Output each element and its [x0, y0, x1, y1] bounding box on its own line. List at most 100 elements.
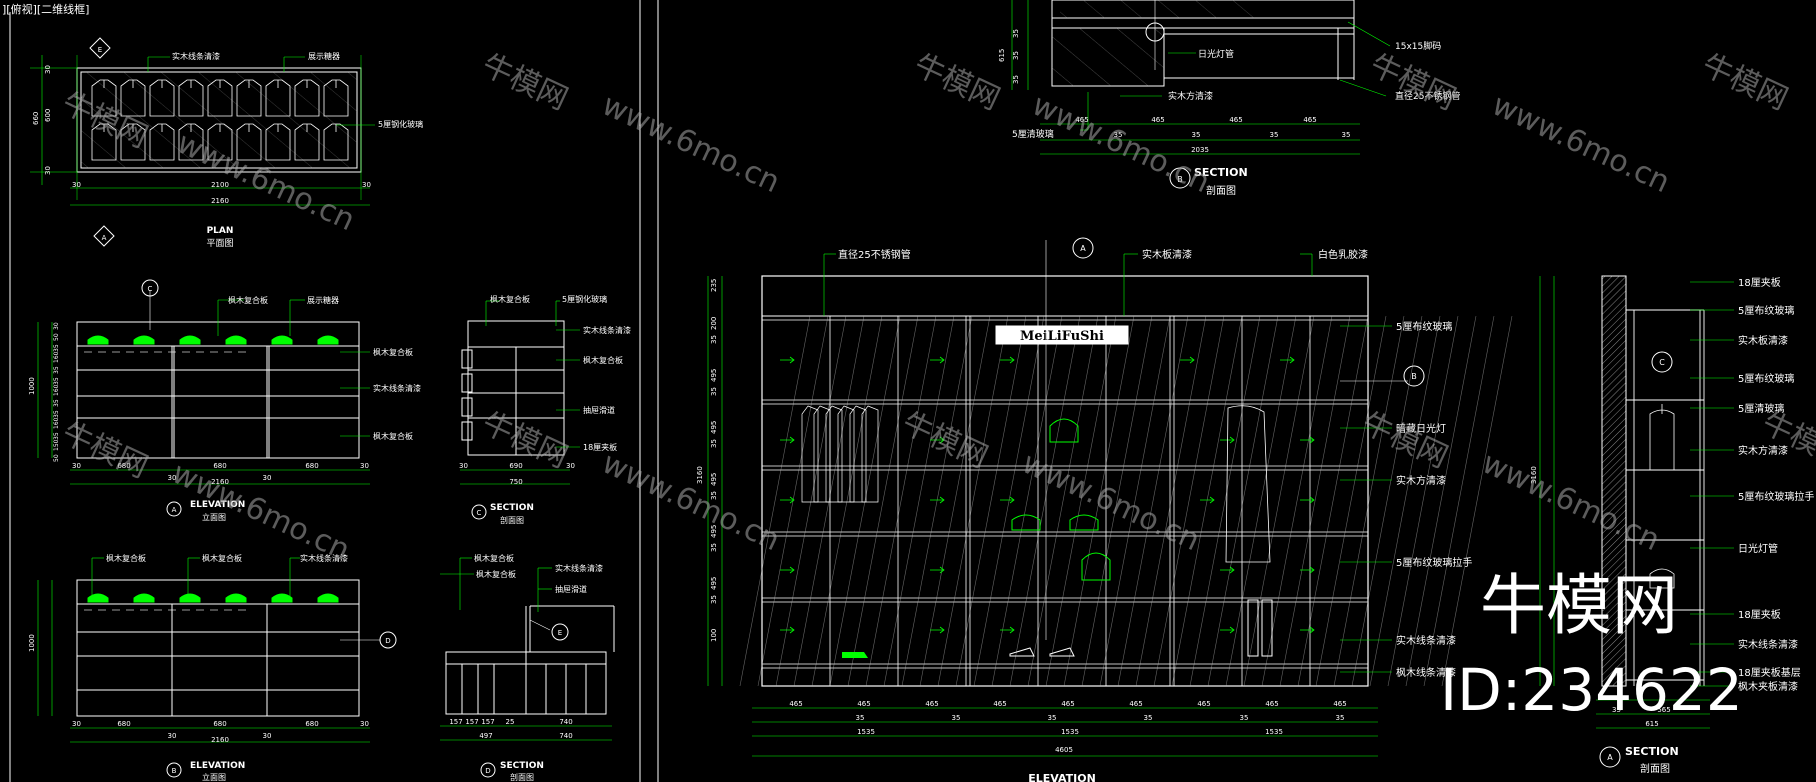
glass-handle-arrow	[1300, 496, 1315, 504]
section-b-view[interactable]: 日光灯管 15x15脚码 实木方清漆 直径25不锈钢管 5厘清玻璃 35 35 …	[998, 0, 1460, 197]
vdim-1: 50	[53, 333, 60, 341]
watermark-url-6: www.6mo.cn	[597, 446, 785, 559]
main-dim-v-4: 35	[710, 387, 718, 396]
hanging-coat-icon	[861, 405, 879, 503]
section-a-view[interactable]: C 18厘夹板5厘布纹玻璃实木板清漆5厘布纹玻璃5厘清玻璃实木方清漆5厘布纹玻璃…	[1530, 275, 1814, 775]
watermark-brand-8: 牛模网	[1357, 406, 1453, 476]
elev-b-subtitle: 立面图	[202, 772, 226, 782]
sec-c-note-3: 枫木复合板	[583, 355, 623, 365]
plan-shirt-icon	[236, 123, 262, 161]
glass-hatch	[811, 315, 883, 687]
plan-shirt-icon	[265, 123, 291, 161]
folded-item-icon	[133, 335, 155, 345]
plan-shirt-icon	[207, 79, 233, 117]
main-dim-h1-8: 465	[1333, 700, 1346, 708]
plan-dim-h-1: 2100	[211, 181, 229, 189]
main-dim-v-12: 35	[710, 595, 718, 604]
elev-b-dim-total: 2160	[211, 736, 229, 744]
glass-handle-arrow	[930, 496, 945, 504]
vdim-4: 35	[53, 366, 60, 374]
vdim-5: 35	[53, 377, 60, 385]
main-dim-h3-1: 1535	[1061, 728, 1079, 736]
sec-c-title: SECTION	[490, 503, 534, 513]
main-note-top-0: 直径25不锈钢管	[838, 248, 911, 261]
watermark-url-1: www.6mo.cn	[597, 88, 785, 201]
sec-b-dim-h-0: 465	[1075, 116, 1088, 124]
section-c-view[interactable]: 枫木复合板 5厘钢化玻璃 实木线条清漆 枫木复合板 抽屉滑道 18厘夹板 30 …	[459, 294, 631, 525]
elev-a-note-4: 枫木复合板	[373, 431, 413, 441]
elev-a-height: 1000	[28, 377, 36, 395]
glass-hatch	[919, 315, 991, 687]
elev-b-section-marker: D	[385, 637, 390, 645]
main-dim-h1-3: 465	[993, 700, 1006, 708]
elev-a-title: ELEVATION	[190, 500, 245, 510]
sec-b-dim-h-1: 35	[1114, 131, 1123, 139]
sec-b-note-1: 日光灯管	[1198, 48, 1234, 60]
sec-b-dim-v-0: 35	[1012, 29, 1020, 38]
glass-handle-arrow	[1220, 436, 1235, 444]
sec-a-note-11: 枫木夹板清漆	[1738, 680, 1798, 693]
elev-b-dim-5: 680	[305, 720, 318, 728]
main-dim-h2-5: 35	[1336, 714, 1345, 722]
watermark-big-brand: 牛模网	[1480, 567, 1678, 644]
watermark-url-5: www.6mo.cn	[167, 456, 355, 569]
sec-b-dim-h-7: 35	[1342, 131, 1351, 139]
main-dim-v-6: 35	[710, 439, 718, 448]
glass-hatch	[739, 315, 811, 687]
section-d-view[interactable]: E 枫木复合板 实木线条清漆 抽屉滑道 枫木复合板 157 157 157 25…	[440, 553, 615, 782]
glass-handle-arrow	[930, 626, 945, 634]
glass-handle-arrow	[1000, 626, 1015, 634]
elev-a-note-3: 实木线条清漆	[373, 383, 421, 393]
sec-a-height: 3160	[1530, 466, 1538, 484]
elevation-b-view[interactable]: D 枫木复合板 枫木复合板 实木线条清漆 30 680 30 680 30 68…	[28, 553, 397, 782]
elevation-a-view[interactable]: C 枫木复合板 展示糖器 枫木复合板 实木线条清漆 枫木复合板 30 680 3…	[28, 279, 421, 522]
plan-view[interactable]: E A PLAN 平面图 实木线条清漆 展示糖器 5厘钢化玻璃 30 2100 …	[30, 37, 423, 249]
sec-d-note-3: 枫木复合板	[476, 569, 516, 579]
plan-dim-v-1: 600	[44, 109, 52, 122]
elev-a-section-marker: C	[148, 285, 153, 293]
plan-shirt-icon	[178, 123, 204, 161]
main-section-marker: A	[1080, 244, 1086, 253]
main-elevation-title: ELEVATION	[1028, 772, 1096, 782]
sec-b-dim-h-2: 465	[1151, 116, 1164, 124]
vdim-6: 160	[53, 384, 60, 396]
elev-b-title: ELEVATION	[190, 761, 245, 771]
glass-handle-arrow	[780, 436, 795, 444]
watermark-brand-5: 牛模网	[57, 416, 153, 486]
boots-icon	[1247, 599, 1273, 657]
vdim-10: 35	[53, 432, 60, 440]
plan-title: PLAN	[207, 226, 234, 236]
handbag-pair-icon	[1011, 514, 1099, 531]
glass-hatch	[1225, 315, 1297, 687]
glass-hatch	[1117, 315, 1189, 687]
plan-shirt-icon	[91, 123, 117, 161]
sec-c-marker: C	[477, 509, 482, 517]
glass-hatch	[1099, 315, 1171, 687]
sec-a-note-3: 5厘布纹玻璃	[1738, 372, 1794, 385]
sec-d-marker-e: E	[558, 629, 562, 637]
vdim-3: 160	[53, 351, 60, 363]
glass-hatch	[793, 315, 865, 687]
main-dim-h1-4: 465	[1061, 700, 1074, 708]
plan-marker-label: A	[102, 234, 107, 242]
glass-handle-arrow	[1220, 626, 1235, 634]
main-dim-h1-0: 465	[789, 700, 802, 708]
sec-a-note-4: 5厘清玻璃	[1738, 402, 1784, 415]
sec-b-dim-v-3: 615	[998, 49, 1006, 62]
glass-hatch	[1135, 315, 1207, 687]
elev-b-note-0: 枫木复合板	[106, 553, 146, 563]
folded-item-icon	[271, 335, 293, 345]
glass-hatch	[1405, 315, 1477, 687]
glass-hatch	[1243, 315, 1315, 687]
sec-c-note-2: 实木线条清漆	[583, 325, 631, 335]
plan-top-marker-label: E	[98, 46, 102, 54]
main-elevation-view[interactable]: MeiLiFuShi A B 直径25不锈钢管 实木板清漆 白色乳胶漆 5厘布纹…	[696, 237, 1513, 782]
glass-handle-arrow	[780, 496, 795, 504]
sec-b-marker: B	[1177, 175, 1183, 184]
glass-handle-arrow	[780, 356, 795, 364]
main-dim-total: 4605	[1055, 746, 1073, 754]
sec-a-dim-0: 35	[1612, 706, 1621, 714]
sec-b-dim-h-5: 35	[1270, 131, 1279, 139]
sec-a-note-5: 实木方清漆	[1738, 444, 1788, 457]
